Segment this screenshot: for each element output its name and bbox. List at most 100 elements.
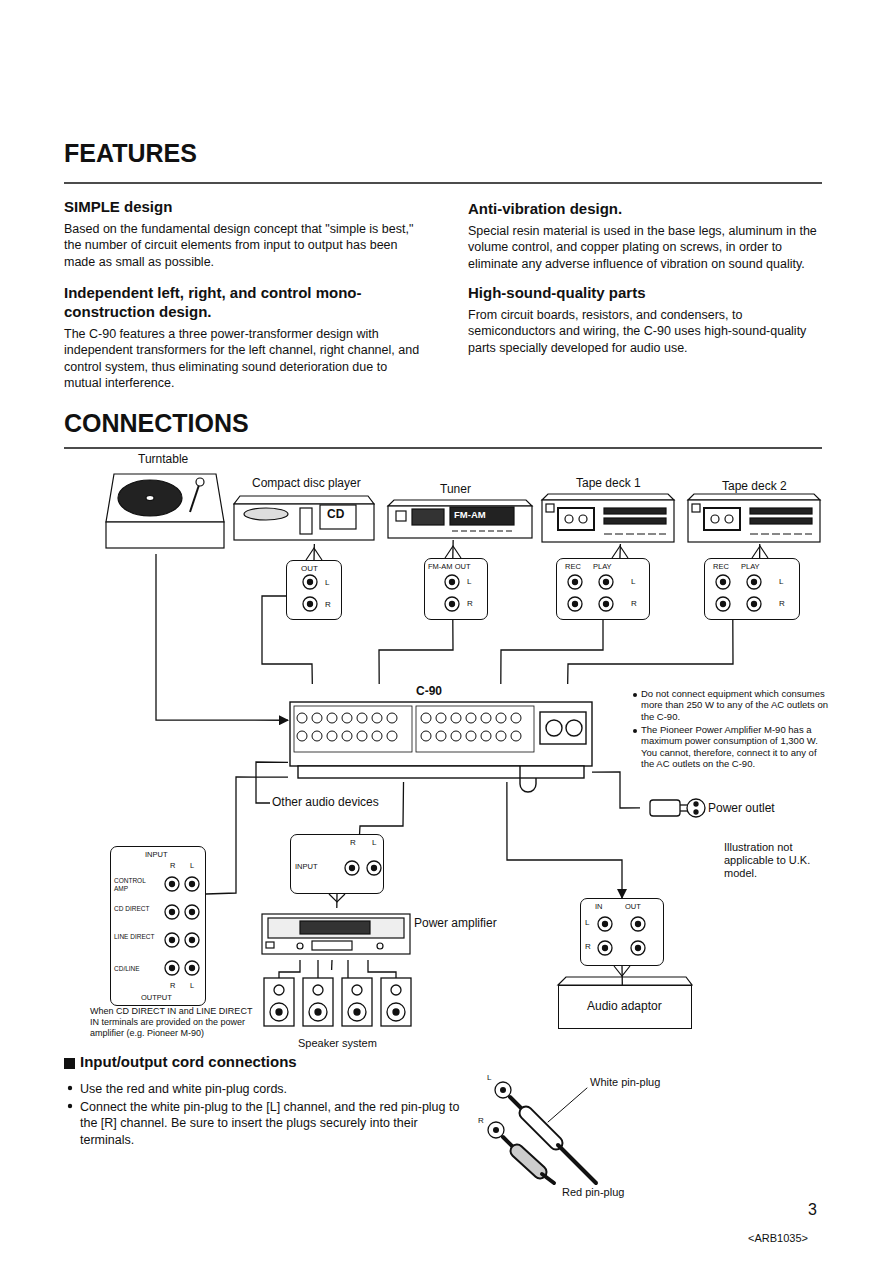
device-node: Compact disc playerCD	[232, 474, 374, 544]
pin-plug-drawing	[488, 1082, 596, 1183]
label-text: Use the red and white pin-plug cords.	[80, 1081, 470, 1097]
node-text: Tape deck 2	[722, 479, 787, 494]
jack-terminal	[312, 731, 322, 741]
power-plug-drawing	[694, 810, 698, 814]
jack-terminal	[165, 877, 179, 891]
label-text: Connect the white pin-plug to the [L] ch…	[80, 1099, 470, 1148]
jack-terminal	[357, 731, 367, 741]
jack-terminal	[357, 713, 367, 723]
label-text: Special resin material is used in the ba…	[468, 223, 824, 272]
jack-terminal	[387, 713, 397, 723]
terminal-box: INOUTLR	[580, 898, 664, 966]
terminal-box: RECPLAYLR	[556, 558, 650, 620]
jack-terminal	[721, 602, 726, 607]
node-text: R	[631, 599, 637, 609]
node-text: OUTPUT	[141, 993, 172, 1002]
device-node: TunerFM-AM	[386, 480, 532, 540]
node-text: L	[372, 838, 376, 848]
c90-drawing	[416, 706, 534, 752]
jack-terminal	[604, 580, 609, 585]
node-text: FM-AM	[454, 509, 486, 521]
jack-terminal	[604, 602, 609, 607]
tape-deck-drawing	[688, 500, 820, 542]
label-text: 3	[808, 1200, 817, 1220]
label-text: L	[487, 1073, 491, 1083]
node-text: CD DIRECT	[114, 905, 158, 913]
jack-terminal	[345, 861, 359, 875]
turntable-drawing	[106, 522, 224, 548]
terminal-box: Audio adaptor	[558, 985, 692, 1029]
jack-terminal	[297, 713, 307, 723]
jack-terminal	[165, 933, 179, 947]
jack-terminal	[481, 731, 491, 741]
speaker-drawing	[368, 960, 396, 978]
jack-terminal	[436, 731, 446, 741]
jack-terminal	[372, 713, 382, 723]
heading-text: High-sound-quality parts	[468, 284, 646, 303]
jack-terminal	[190, 938, 195, 943]
tape-deck-drawing	[692, 504, 700, 512]
cord-connector	[759, 544, 760, 558]
c90-drawing	[298, 766, 584, 778]
jack-terminal	[466, 713, 476, 723]
jack-terminal	[185, 961, 199, 975]
speaker-drawing	[276, 1009, 282, 1015]
cord-connector	[331, 960, 333, 970]
speaker-drawing	[348, 1003, 366, 1021]
jack-terminal	[496, 713, 506, 723]
device-node: Other audio devices	[270, 794, 384, 812]
jack-terminal	[312, 713, 322, 723]
node-text: PLAY	[593, 562, 612, 571]
jack-terminal	[636, 922, 641, 927]
node-text: OUT	[625, 902, 641, 911]
speaker-drawing	[264, 960, 411, 1026]
speaker-drawing	[303, 978, 333, 1026]
terminal-box: INPUTRLCONTROL AMPCD DIRECTLINE DIRECTCD…	[110, 846, 206, 1006]
c90-drawing	[540, 712, 586, 744]
jack-terminal	[511, 731, 521, 741]
jack-terminal	[747, 575, 761, 589]
tape-deck-drawing	[565, 515, 573, 523]
terminal-box: OUTLR	[286, 560, 342, 620]
label-text: When CD DIRECT IN and LINE DIRECT IN ter…	[90, 1006, 260, 1038]
speaker-drawing	[381, 978, 411, 1026]
speaker-drawing	[315, 1009, 321, 1015]
node-text: REC	[565, 562, 581, 571]
speaker-drawing	[391, 985, 401, 995]
pin-plug-drawing	[526, 1113, 556, 1143]
turntable-drawing	[146, 496, 154, 501]
jack-terminal	[170, 910, 175, 915]
turntable-drawing	[118, 480, 182, 516]
speaker-drawing	[387, 1003, 405, 1021]
speaker-drawing	[352, 985, 362, 995]
tuner-drawing	[388, 506, 532, 538]
cd-player-drawing	[300, 508, 312, 534]
node-text: Tuner	[440, 482, 471, 497]
node-text: R	[350, 838, 356, 848]
power-amplifier-drawing	[297, 943, 303, 949]
terminal-box: FM-AM OUTLR	[424, 558, 488, 620]
power-amplifier-drawing	[266, 942, 274, 948]
node-text: Power outlet	[708, 801, 775, 816]
power-amplifier-drawing	[262, 914, 410, 954]
power-plug-drawing	[650, 800, 680, 816]
cd-player-drawing	[234, 496, 374, 540]
pin-plug-drawing	[542, 1174, 554, 1183]
jack-terminal	[631, 917, 645, 931]
node-text: PLAY	[741, 562, 760, 571]
jack-terminal	[165, 961, 179, 975]
node-text: CONTROL AMP	[114, 877, 158, 893]
node-text: R	[325, 600, 331, 610]
jack-terminal	[603, 946, 608, 951]
jack-terminal	[165, 575, 761, 975]
label-text: Do not connect equipment which consumes …	[641, 688, 831, 722]
tape-deck-drawing	[711, 515, 719, 523]
jack-terminal	[185, 877, 199, 891]
tuner-drawing	[396, 511, 406, 521]
tape-deck-drawing	[558, 508, 594, 530]
jack-terminal	[451, 713, 461, 723]
jack-terminal	[342, 713, 352, 723]
cd-player-drawing	[244, 508, 288, 520]
node-text: Tape deck 1	[576, 476, 641, 491]
